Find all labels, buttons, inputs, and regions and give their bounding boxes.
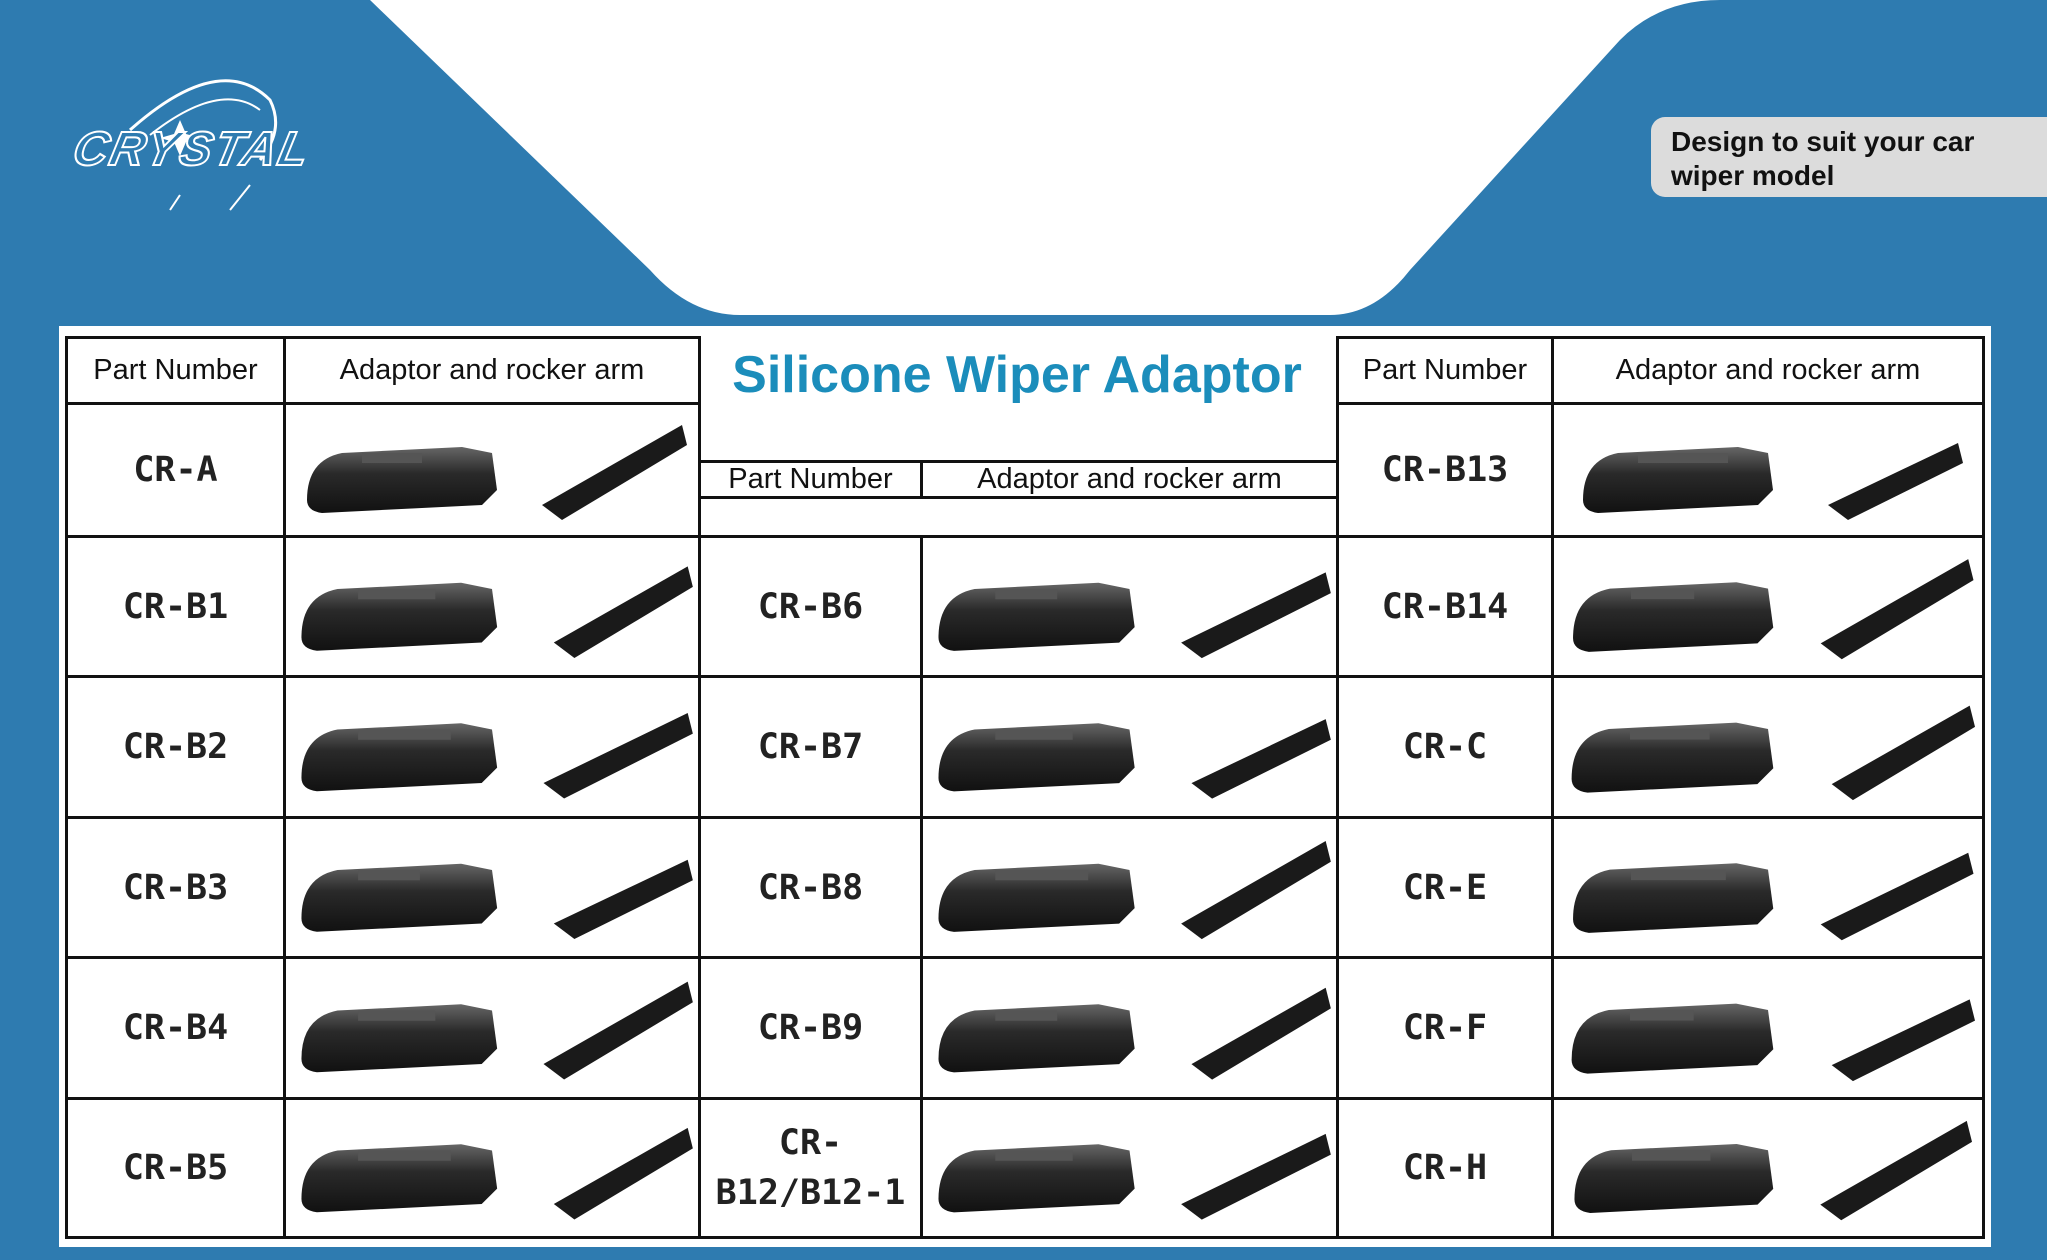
adaptor-image-cell <box>283 956 701 1100</box>
part-number-cell: CR-B9 <box>698 956 923 1100</box>
adaptor-header-text: Adaptor and rocker arm <box>1615 354 1921 386</box>
part-number-cell-text: CR-E <box>1402 867 1488 908</box>
adaptor-rocker-arm-image <box>1574 1120 1972 1221</box>
adaptor-image-cell <box>1551 535 1985 678</box>
part-number-header-text: Part Number <box>728 463 893 495</box>
part-number-header: Part Number <box>1336 336 1554 405</box>
crystal-logo: CRYSTAL <box>67 60 317 230</box>
adaptor-rocker-arm-image <box>1573 852 1974 941</box>
part-number-cell: CR-A <box>65 402 286 538</box>
adaptor-rocker-arm-image <box>301 713 693 799</box>
part-number-cell: CR-B13 <box>1336 402 1554 538</box>
part-number-cell: CR-B6 <box>698 535 923 678</box>
part-number-cell: CR-E <box>1336 816 1554 959</box>
adaptor-image-cell <box>283 675 701 819</box>
part-number-cell-text: CR-A <box>133 450 218 490</box>
adaptor-rocker-arm-image <box>1583 443 1963 520</box>
adaptor-image-cell <box>920 675 1339 819</box>
part-number-cell: CR-B2 <box>65 675 286 819</box>
part-number-cell-text: CR-B13 <box>1381 450 1509 490</box>
adaptor-image-cell <box>283 1097 701 1239</box>
part-number-cell-text: CR-H <box>1402 1148 1488 1188</box>
part-number-cell: CR-C <box>1336 675 1554 819</box>
adaptor-rocker-arm-image <box>938 719 1331 799</box>
adaptor-image-cell <box>920 1097 1339 1239</box>
adaptor-rocker-arm-image <box>301 1127 693 1220</box>
part-number-cell-text: CR-B2 <box>122 727 229 767</box>
adaptor-image-cell <box>920 956 1339 1100</box>
part-number-cell: CR-B1 <box>65 535 286 678</box>
part-number-header-text: Part Number <box>1362 354 1528 386</box>
part-number-cell-text: CR-B7 <box>757 727 864 767</box>
adaptor-header: Adaptor and rocker arm <box>283 336 701 405</box>
adaptor-rocker-arm-image <box>301 981 693 1080</box>
logo-text: CRYSTAL <box>67 122 316 177</box>
adaptor-header: Adaptor and rocker arm <box>1551 336 1985 405</box>
part-number-header-text: Part Number <box>93 354 258 386</box>
page-title: Silicone Wiper Adaptor <box>732 346 1302 404</box>
adaptor-image-cell <box>1551 675 1985 819</box>
part-number-cell-text: CR-B3 <box>122 867 229 908</box>
adaptor-rocker-arm-image <box>1571 705 1975 801</box>
adaptor-rocker-arm-image <box>938 987 1331 1080</box>
part-number-cell-text: CR-B12/B12-1 <box>715 1123 906 1213</box>
adaptor-image-cell <box>1551 402 1985 538</box>
part-number-cell: CR-F <box>1336 956 1554 1100</box>
adaptor-image-cell <box>920 535 1339 678</box>
part-number-cell-text: CR-C <box>1402 727 1488 767</box>
part-number-header: Part Number <box>65 336 286 405</box>
adaptor-image-cell <box>283 402 701 538</box>
adaptor-image-cell <box>1551 816 1985 959</box>
part-number-cell-text: CR-B5 <box>122 1148 229 1188</box>
header-shape <box>370 0 1720 315</box>
part-number-cell: CR-B8 <box>698 816 923 959</box>
part-number-header: Part Number <box>698 460 923 499</box>
adaptor-header-text: Adaptor and rocker arm <box>977 463 1282 495</box>
part-number-cell: CR-H <box>1336 1097 1554 1239</box>
adaptor-image-cell <box>1551 956 1985 1100</box>
adaptor-rocker-arm-image <box>1571 999 1975 1082</box>
part-number-cell-text: CR-B14 <box>1381 586 1509 627</box>
part-number-cell: CR-B4 <box>65 956 286 1100</box>
part-number-cell: CR-B12/B12-1 <box>698 1097 923 1239</box>
part-number-cell: CR-B5 <box>65 1097 286 1239</box>
part-number-cell-text: CR-B9 <box>757 1008 864 1048</box>
adaptor-image-cell <box>920 816 1339 959</box>
adaptor-rocker-arm-image <box>938 841 1331 940</box>
adaptor-header: Adaptor and rocker arm <box>920 460 1339 499</box>
part-number-cell-text: CR-B1 <box>122 586 229 627</box>
adaptor-rocker-arm-image <box>938 572 1331 659</box>
adaptor-rocker-arm-image <box>938 1133 1331 1220</box>
adaptor-header-text: Adaptor and rocker arm <box>339 354 645 386</box>
part-number-cell: CR-B7 <box>698 675 923 819</box>
part-number-cell: CR-B14 <box>1336 535 1554 678</box>
adaptor-rocker-arm-image <box>301 566 693 658</box>
adaptor-rocker-arm-image <box>307 425 687 520</box>
part-number-cell-text: CR-B8 <box>757 867 864 908</box>
callout-text: Design to suit your car wiper model <box>1651 117 2047 197</box>
part-number-cell-text: CR-F <box>1402 1008 1488 1048</box>
part-number-cell-text: CR-B4 <box>122 1008 229 1048</box>
part-number-cell-text: CR-B6 <box>757 586 864 627</box>
adaptor-rocker-arm-image <box>301 859 693 939</box>
adaptor-image-cell <box>283 535 701 678</box>
adaptor-image-cell <box>1551 1097 1985 1239</box>
part-number-cell: CR-B3 <box>65 816 286 959</box>
adaptor-rocker-arm-image <box>1573 559 1974 660</box>
adaptor-image-cell <box>283 816 701 959</box>
